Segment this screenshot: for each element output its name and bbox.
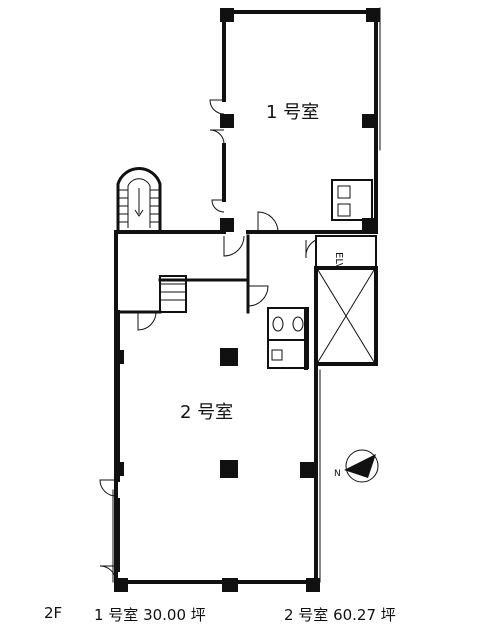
washroom-block [267,307,309,369]
door [209,129,225,145]
stair-arrow-head [134,209,144,217]
corridor-inner [116,234,250,314]
corridor-walls [114,230,378,584]
column [300,462,316,478]
door [99,565,117,583]
door [223,235,245,257]
compass-circle [345,449,379,483]
column [366,8,380,22]
staircase [116,167,187,313]
room-2-area: 2 号室 60.27 坪 [284,606,396,624]
sink [337,203,351,217]
elevator-cross-b [317,269,375,363]
room-2-label: 2 号室 [180,402,233,423]
floor-plan: 1 号室 2 号室 ELV N [99,7,381,592]
staircase-outline [116,167,162,232]
toilet [292,316,304,332]
column [306,578,320,592]
elevator-hall [315,235,377,269]
door [209,99,225,115]
column [220,460,238,478]
sink [271,349,283,361]
column [220,8,234,22]
column [114,350,124,364]
door [247,285,269,307]
column [220,348,238,366]
elevator-label: ELV [333,252,344,270]
door [211,199,225,213]
north-arrow: N [334,449,379,483]
toilet [272,316,284,332]
fixtures [271,185,351,361]
column [220,218,234,232]
inner-stair [159,275,187,313]
staircase-inner [127,178,151,228]
door [305,239,317,259]
doors [99,99,317,583]
sink [337,185,351,199]
column [114,578,128,592]
room-1-area: 1 号室 30.00 坪 [94,606,206,624]
door [99,479,117,497]
column [362,114,376,128]
column [220,114,234,128]
room-1-label: 1 号室 [266,102,319,123]
door [137,311,157,331]
floor-label: 2F [44,604,63,622]
compass-letter: N [334,469,341,479]
column [362,218,376,232]
room-1-kitchenette [331,179,373,221]
compass-needle [344,454,376,478]
columns [114,8,380,592]
floor-caption: 2F 1 号室 30.00 坪 2 号室 60.27 坪 [0,604,480,630]
walls [112,7,381,584]
column [114,462,124,476]
door [257,211,279,233]
column [222,578,238,592]
room-2-walls [116,308,318,584]
